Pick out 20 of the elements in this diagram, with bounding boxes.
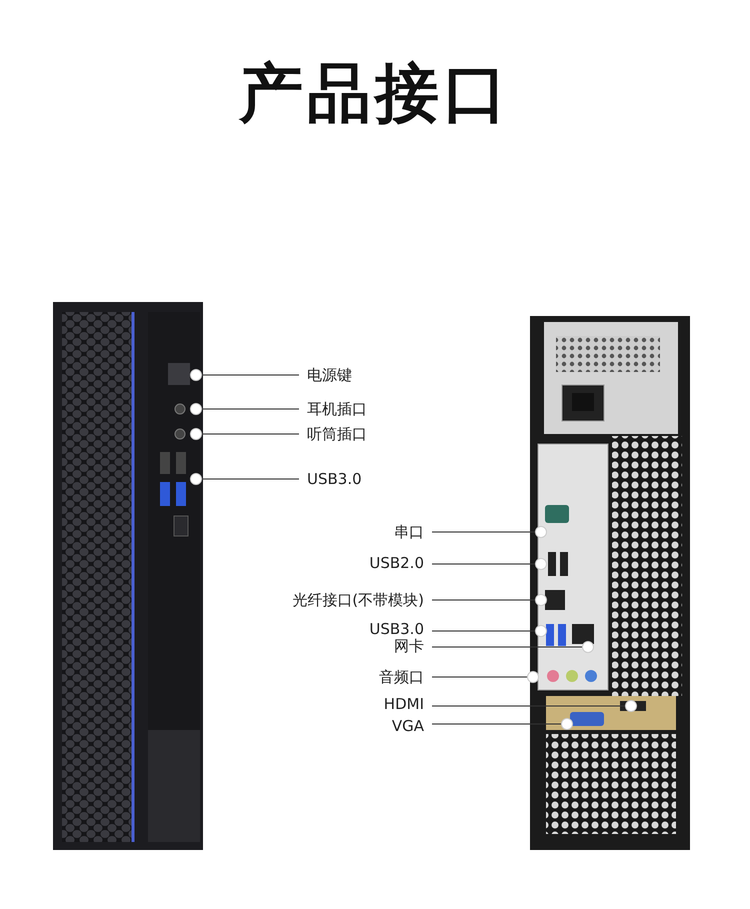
leader-line bbox=[202, 374, 300, 376]
port-label: 电源键 bbox=[307, 366, 352, 384]
page-title: 产品接口 bbox=[238, 62, 512, 126]
leader-line bbox=[432, 676, 528, 678]
port-label: VGA bbox=[392, 717, 424, 735]
leader-line bbox=[432, 646, 582, 648]
port-label: HDMI bbox=[384, 695, 424, 713]
port-label: 光纤接口(不带模块) bbox=[292, 591, 424, 609]
leader-line bbox=[202, 478, 300, 480]
port-label: 音频口 bbox=[379, 668, 424, 686]
port-label: USB2.0 bbox=[369, 554, 424, 572]
marker-dot bbox=[527, 671, 539, 683]
port-label: 耳机插口 bbox=[307, 400, 367, 418]
leader-line bbox=[432, 630, 536, 632]
port-label: 听筒插口 bbox=[307, 425, 367, 443]
leader-line bbox=[202, 408, 300, 410]
port-label: 网卡 bbox=[394, 637, 424, 655]
port-label: USB3.0 bbox=[307, 470, 362, 488]
port-label: USB3.0 bbox=[369, 620, 424, 638]
port-label: 串口 bbox=[394, 523, 424, 541]
